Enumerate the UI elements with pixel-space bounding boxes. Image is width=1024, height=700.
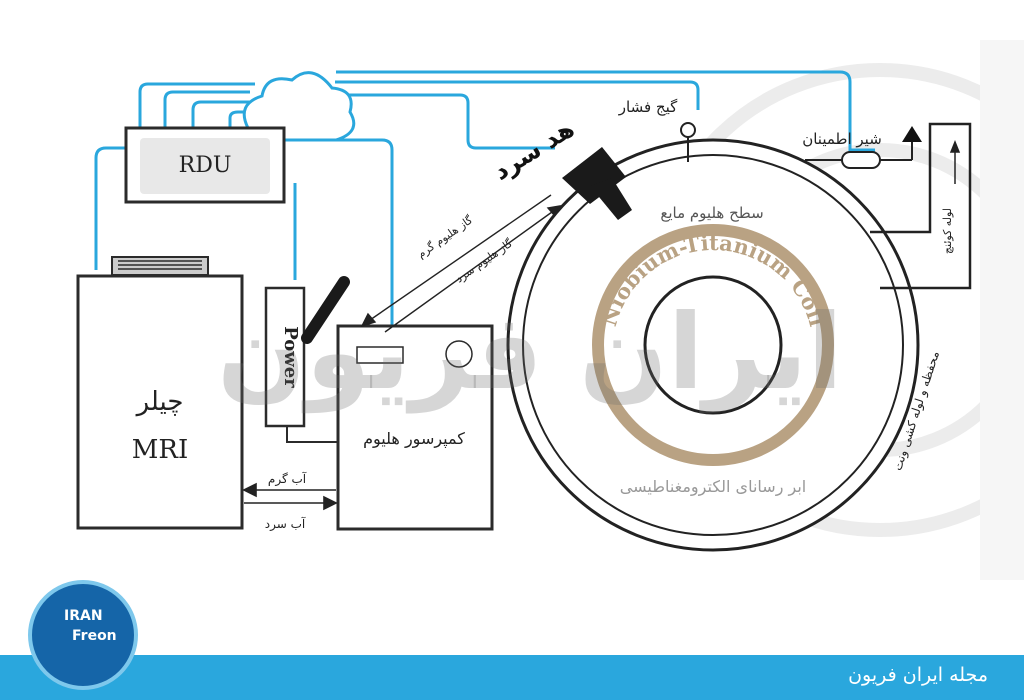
liquid-helium-label: سطح هلیوم مایع (660, 204, 763, 222)
chiller-box: چیلر MRI (76, 256, 244, 530)
helium-gas-lines (360, 194, 562, 333)
chiller-label-fa: چیلر (135, 387, 184, 417)
network-lines (94, 70, 875, 325)
vent-pipe-label: لوله کوئنچ (941, 208, 954, 254)
power-box: Power (264, 286, 338, 443)
safety-valve (805, 126, 922, 169)
compressor-box: کمپرسور هلیوم (336, 324, 494, 531)
cold-water-label: آب سرد (265, 516, 306, 532)
water-lines (242, 482, 338, 511)
rdu-box: RDU (124, 126, 286, 204)
iran-freon-logo: IRAN Freon (28, 580, 138, 690)
cold-head-label: هد سرد (488, 115, 579, 186)
vent-arrow (949, 139, 961, 184)
diagram-svg: RDU چیلر MRI Power کمپرسور هلیوم آب گرم … (76, 40, 1024, 580)
pressure-gauge-label: گیج فشار (618, 98, 678, 116)
magnet-vessel: Niobium-Titanium Coil سطح هلیوم مایع ابر… (506, 138, 920, 552)
chiller-label-en: MRI (132, 435, 188, 465)
background-strip (980, 40, 1024, 580)
superconductor-label: ابر رسانای الکترومغناطیسی (620, 477, 806, 497)
rdu-label: RDU (179, 153, 232, 178)
logo-line-iran: IRAN (64, 608, 103, 624)
pressure-gauge (680, 122, 696, 162)
footer-bar: مجله ایران فریون (0, 655, 1024, 700)
logo-line-freon: Freon (72, 628, 117, 644)
footer-title: مجله ایران فریون (848, 664, 988, 686)
compressor-label: کمپرسور هلیوم (363, 429, 465, 449)
watermark-text: ایران فریون (217, 291, 843, 413)
power-label: Power (280, 326, 301, 388)
power-switch-handle (301, 276, 350, 344)
vent-pipe (870, 122, 972, 290)
coil-ring (592, 224, 834, 466)
cold-gas-label: گاز هلیوم سرد (453, 236, 515, 285)
cold-head (562, 147, 632, 220)
safety-valve-label: شیر اطمینان (802, 130, 882, 148)
hot-water-label: آب گرم (268, 471, 307, 487)
